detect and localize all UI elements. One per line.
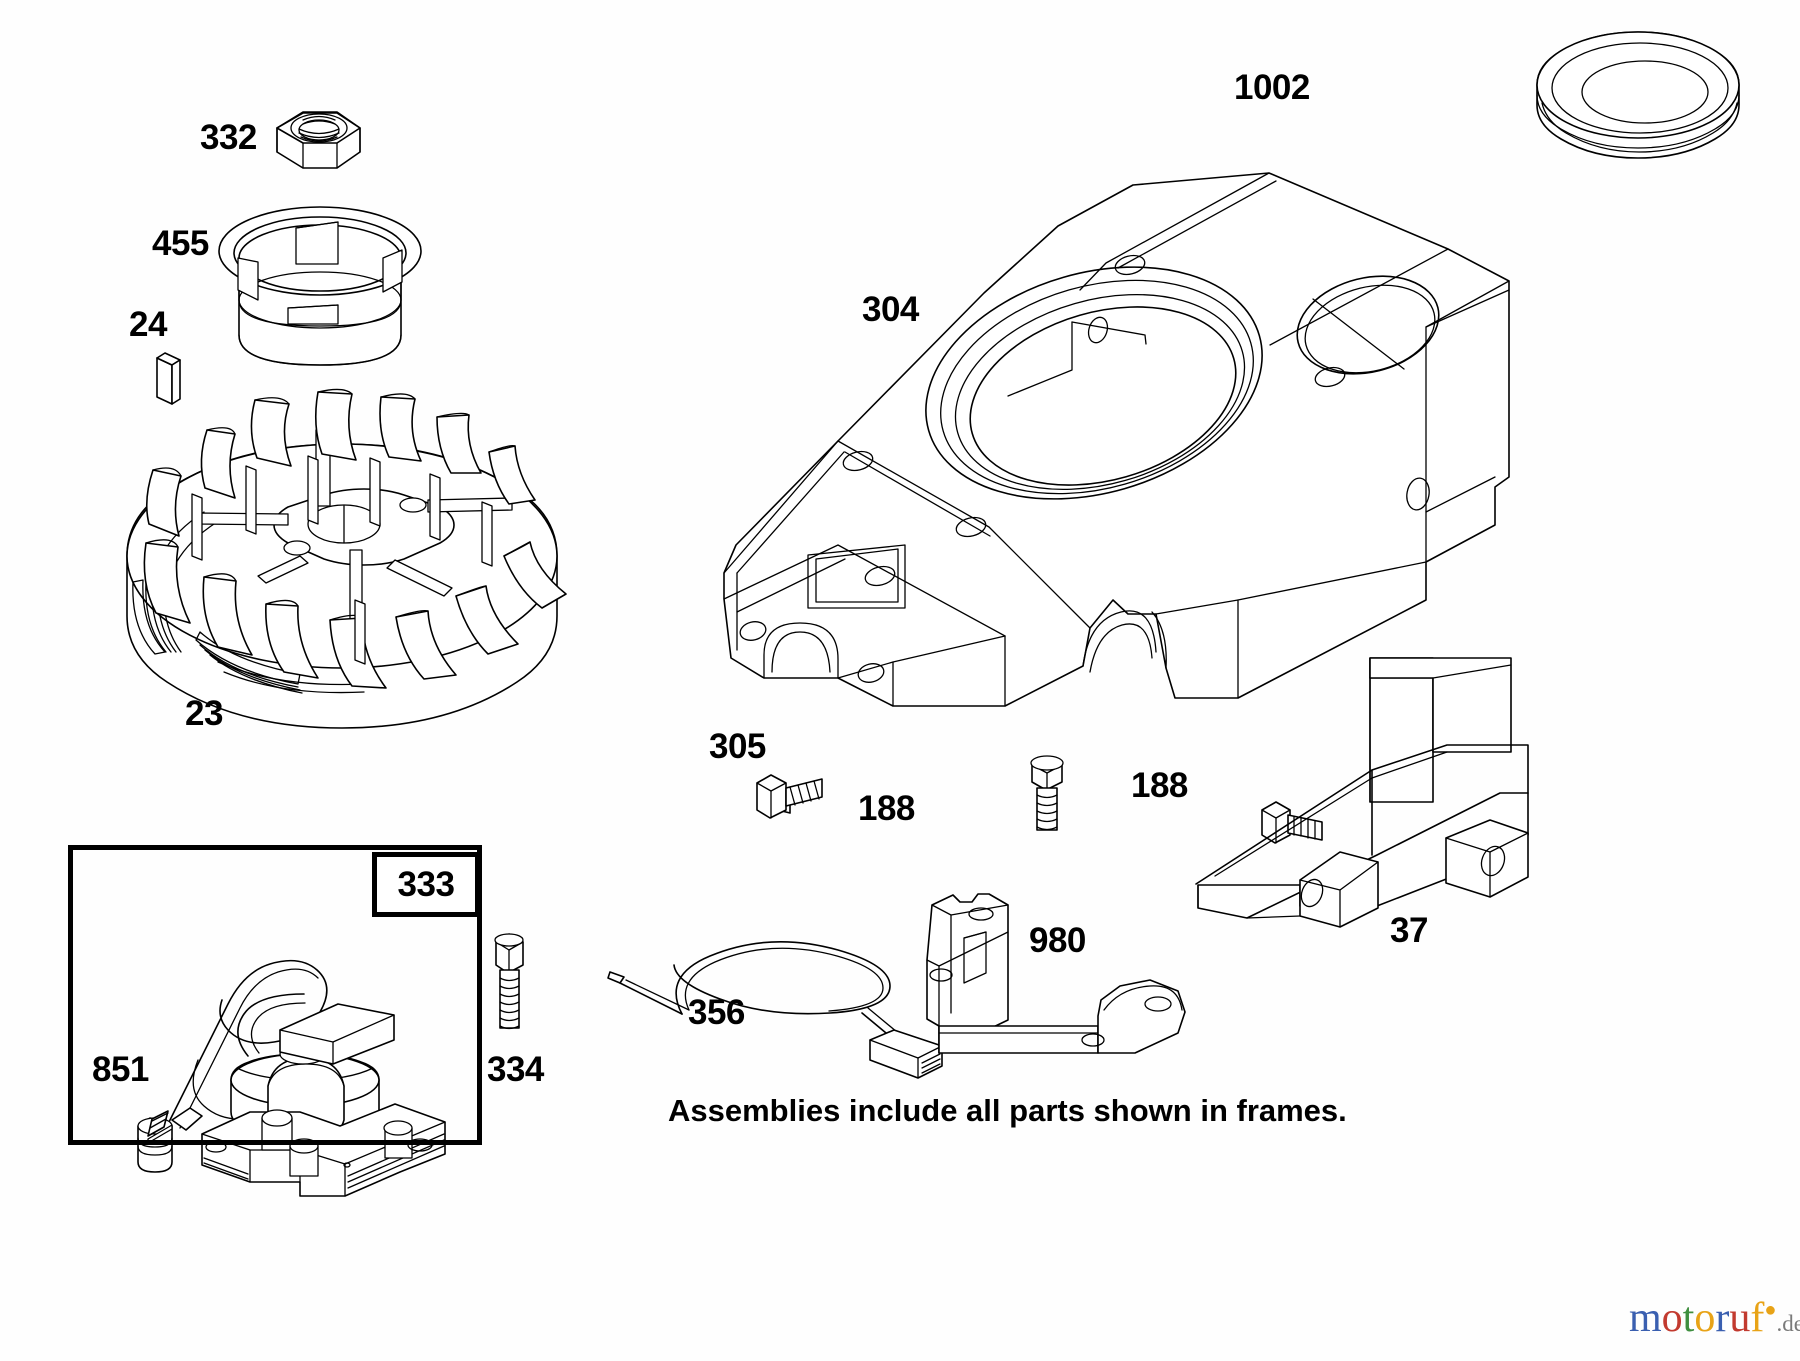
- part-851-ignition-coil: [137, 959, 446, 1197]
- logo-letter-o1: o: [1661, 1295, 1683, 1341]
- callout-851: 851: [92, 1050, 149, 1089]
- callout-305: 305: [709, 727, 766, 766]
- callout-356: 356: [688, 993, 745, 1032]
- logo-letter-o2: o: [1694, 1295, 1716, 1341]
- callout-334: 334: [487, 1050, 544, 1089]
- frame-333-label: 333: [397, 864, 455, 904]
- flywheel-fins: [143, 388, 567, 689]
- part-356-ground-wire: [607, 941, 943, 1079]
- part-980-control-bracket: [926, 893, 1186, 1054]
- logo-letter-u: u: [1729, 1295, 1751, 1341]
- part-305-screw: [756, 774, 823, 819]
- callout-1002: 1002: [1234, 68, 1310, 107]
- part-24-flywheel-key: [156, 352, 181, 405]
- frame-333: [68, 845, 482, 1145]
- part-188b-screw: [1261, 801, 1323, 844]
- part-1002-seal-grommet: [1536, 31, 1740, 159]
- logo-letter-r: r: [1715, 1295, 1730, 1341]
- part-188a-screw: [1030, 755, 1064, 831]
- callout-37: 37: [1390, 911, 1428, 950]
- callout-980: 980: [1029, 921, 1086, 960]
- frame-333-tag: 333: [372, 852, 480, 917]
- logo-letter-m: m: [1629, 1295, 1662, 1341]
- part-332-flywheel-nut: [276, 111, 361, 169]
- logo-letter-f: f: [1750, 1295, 1765, 1341]
- part-304-blower-housing: [723, 172, 1510, 707]
- logo-dot-icon: ●: [1764, 1299, 1777, 1321]
- part-455-starter-cup: [218, 206, 422, 366]
- callout-23: 23: [185, 694, 223, 733]
- callout-455: 455: [152, 224, 209, 263]
- callout-188-a: 188: [858, 789, 915, 828]
- callout-24: 24: [129, 305, 167, 344]
- logo-suffix: .de: [1776, 1311, 1800, 1336]
- motoruf-watermark-logo: motoruf●.de: [1629, 1297, 1800, 1339]
- callout-332: 332: [200, 118, 257, 157]
- logo-letter-t: t: [1682, 1295, 1695, 1341]
- callout-304: 304: [862, 290, 919, 329]
- assemblies-note: Assemblies include all parts shown in fr…: [668, 1093, 1347, 1128]
- part-37-mounting-bracket: [1195, 657, 1529, 928]
- part-334-screw: [494, 933, 524, 1030]
- callout-188-b: 188: [1131, 766, 1188, 805]
- part-23-flywheel: [126, 388, 567, 729]
